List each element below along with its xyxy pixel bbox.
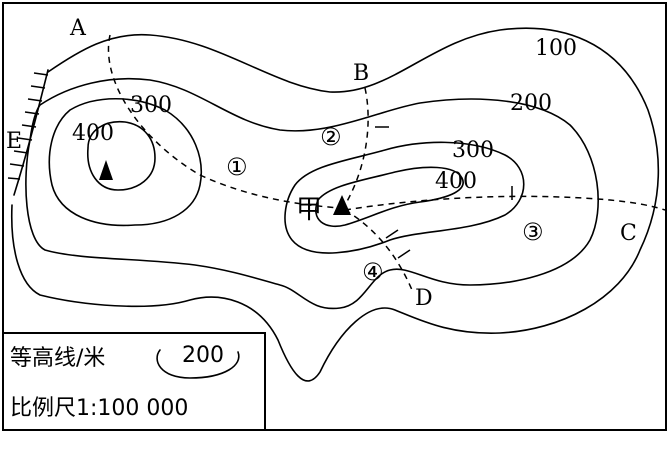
contour-200 bbox=[25, 77, 599, 310]
contour-300-east bbox=[284, 141, 525, 254]
legend-scale-label: 比例尺1:100 000 bbox=[10, 396, 188, 421]
peak-jia-icon bbox=[333, 195, 351, 215]
legend-contour-sample-line bbox=[156, 349, 240, 379]
contour-300-west bbox=[48, 98, 202, 227]
point-B: B bbox=[353, 61, 369, 86]
contour-100 bbox=[10, 27, 660, 382]
legend-contour-label: 等高线/米 bbox=[10, 346, 105, 371]
contour-400-west bbox=[87, 121, 156, 191]
peak-jia-label: 甲 bbox=[296, 195, 322, 225]
point-A: A bbox=[69, 16, 87, 41]
area-3-marker: ③ bbox=[522, 218, 544, 246]
area-1-marker: ① bbox=[226, 153, 248, 181]
peak-west-icon bbox=[99, 160, 113, 180]
line-peak-to-C bbox=[344, 195, 666, 211]
point-E: E bbox=[6, 129, 22, 154]
contour-label-400-west: 400 bbox=[72, 121, 114, 146]
contour-label-400-east: 400 bbox=[435, 169, 477, 194]
line-peak-to-D bbox=[344, 209, 413, 291]
point-D: D bbox=[415, 286, 433, 311]
map-frame bbox=[2, 2, 667, 431]
legend: 等高线/米 200 比例尺1:100 000 bbox=[2, 332, 266, 431]
point-C: C bbox=[620, 221, 637, 246]
line-A-to-peak bbox=[107, 34, 341, 209]
line-B-to-peak bbox=[344, 87, 369, 206]
area-4-marker: ④ bbox=[362, 258, 384, 286]
cliff-symbol bbox=[7, 69, 49, 196]
area-2-marker: ② bbox=[320, 123, 342, 151]
legend-contour-sample-value: 200 bbox=[182, 343, 224, 368]
contour-label-300-west: 300 bbox=[130, 93, 172, 118]
contour-400-east bbox=[315, 166, 464, 227]
contour-label-100: 100 bbox=[535, 36, 577, 61]
contour-label-300-east: 300 bbox=[452, 138, 494, 163]
contour-label-200: 200 bbox=[510, 91, 552, 116]
